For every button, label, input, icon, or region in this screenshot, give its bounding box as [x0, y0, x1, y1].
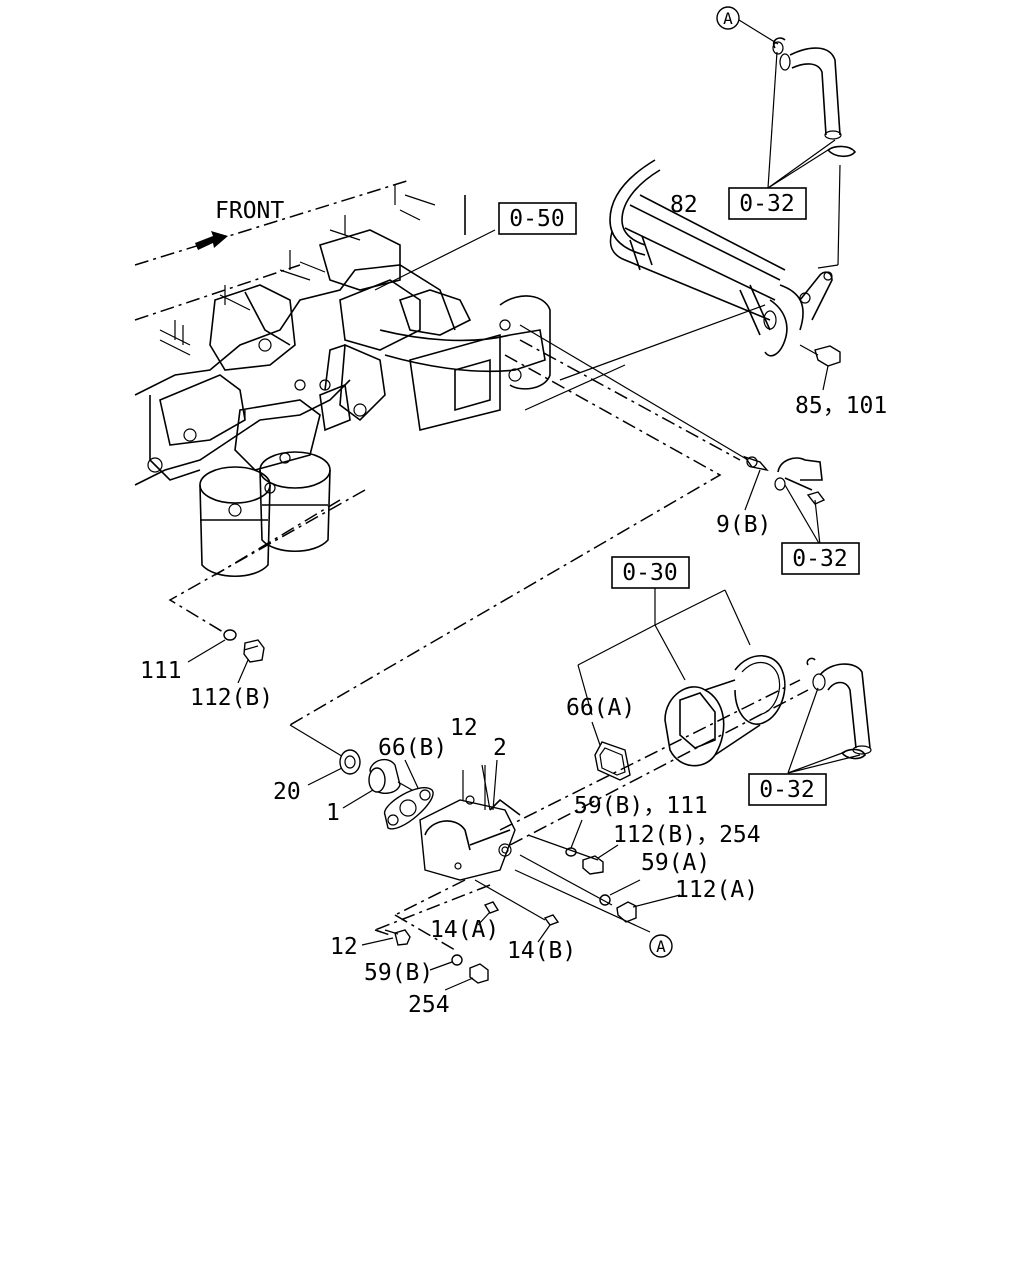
oil-cooler-pipes	[609, 159, 833, 357]
front-arrow-icon	[195, 231, 228, 250]
callout-a-bottom: A	[649, 934, 673, 958]
label-66b: 66(B)	[378, 735, 447, 761]
svg-text:0-30: 0-30	[622, 560, 677, 586]
label-2: 2	[493, 735, 507, 761]
label-112b: 112(B)	[190, 685, 273, 711]
gasket-66a	[594, 741, 631, 781]
front-label: FRONT	[215, 198, 284, 224]
label-59b-111: 59(B)，111	[574, 793, 708, 819]
plug-112a	[616, 901, 637, 923]
label-59b: 59(B)	[364, 960, 433, 986]
oring-59b-bottom	[451, 954, 463, 966]
bolt-12-bottom	[394, 929, 411, 946]
gasket-66b	[384, 787, 434, 830]
label-1: 1	[326, 800, 340, 826]
svg-text:A: A	[723, 9, 733, 28]
label-9b: 9(B)	[716, 512, 771, 538]
svg-text:0-32: 0-32	[759, 777, 814, 803]
label-12-bottom: 12	[330, 934, 358, 960]
label-66a: 66(A)	[566, 695, 635, 721]
label-20: 20	[273, 779, 301, 805]
hose-bottom	[806, 657, 872, 760]
ref-box-0-30[interactable]: 0-30	[611, 556, 690, 589]
washer-20	[339, 749, 361, 775]
engine-block	[134, 179, 551, 577]
label-112b-254: 112(B)，254	[613, 822, 761, 848]
ref-box-0-50[interactable]: 0-50	[498, 202, 577, 235]
label-12-top: 12	[450, 715, 478, 741]
hose-top	[772, 37, 857, 158]
plug-254	[469, 963, 489, 984]
label-112a: 112(A)	[675, 877, 758, 903]
label-82: 82	[670, 192, 698, 218]
label-254: 254	[408, 992, 450, 1018]
label-14a: 14(A)	[430, 917, 499, 943]
svg-text:0-50: 0-50	[509, 206, 564, 232]
sensor-1	[368, 758, 413, 794]
plug-111-112b	[223, 629, 265, 663]
ref-box-0-32-mid[interactable]: 0-32	[781, 542, 860, 575]
label-85-101: 85，101	[795, 393, 887, 419]
fitting-9b	[743, 455, 826, 505]
bolt-85	[799, 344, 841, 367]
label-111: 111	[140, 658, 182, 684]
ref-box-0-32-bottom[interactable]: 0-32	[748, 773, 827, 806]
plug-14a	[483, 901, 500, 914]
housing-2	[419, 795, 521, 881]
callout-a-top: A	[716, 6, 740, 30]
label-59a: 59(A)	[641, 850, 710, 876]
cooler-element	[664, 655, 786, 767]
svg-text:0-32: 0-32	[792, 546, 847, 572]
svg-text:A: A	[656, 937, 666, 956]
ref-box-0-32-top[interactable]: 0-32	[728, 187, 807, 220]
label-14b: 14(B)	[507, 938, 576, 964]
svg-text:0-32: 0-32	[739, 191, 794, 217]
plug-112b-254	[582, 855, 604, 875]
plug-14b	[543, 914, 560, 926]
